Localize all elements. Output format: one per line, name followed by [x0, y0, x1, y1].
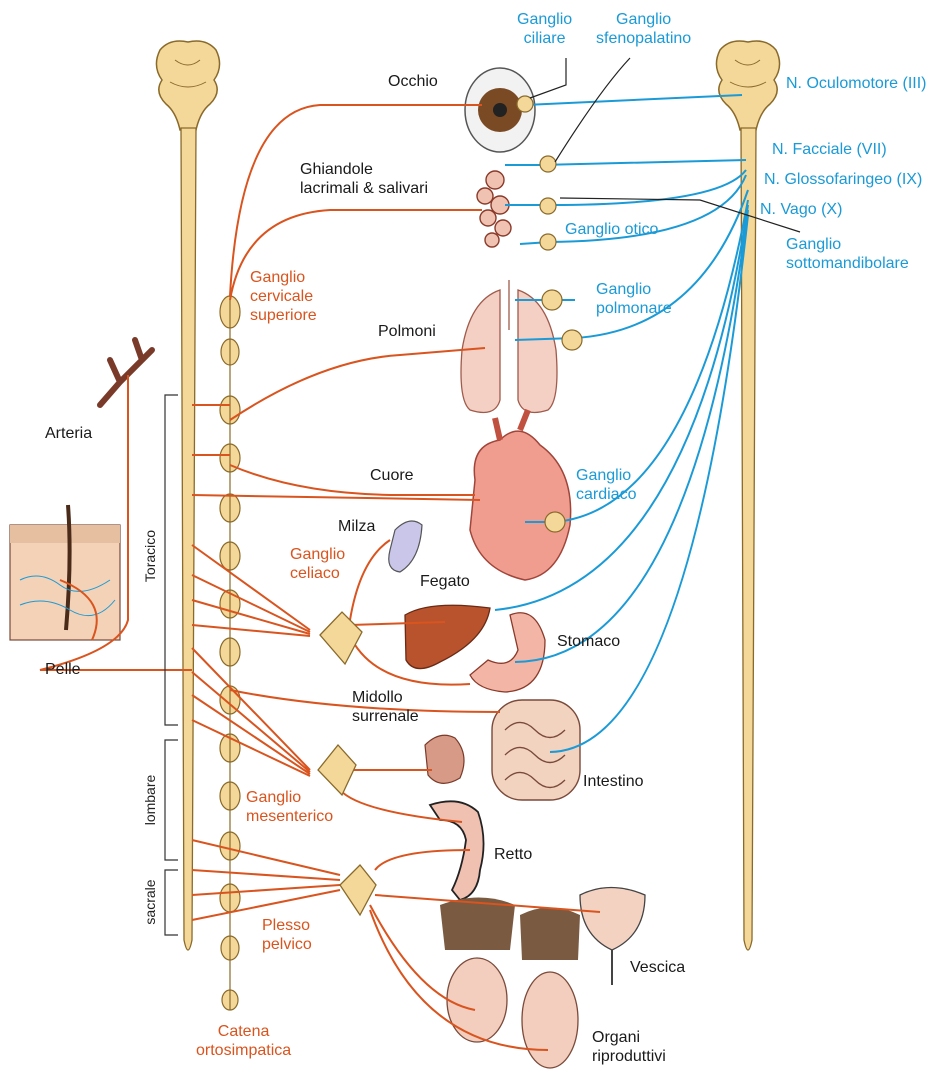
- label-fegato: Fegato: [420, 572, 470, 591]
- label-cuore: Cuore: [370, 466, 414, 485]
- glands-illustration: [477, 171, 511, 247]
- label-lombare: lombare: [142, 760, 158, 840]
- label-vescica: Vescica: [630, 958, 685, 977]
- label-n-glossofaringeo: N. Glossofaringeo (IX): [764, 170, 922, 189]
- label-intestino: Intestino: [583, 772, 643, 791]
- artery-illustration: [100, 340, 152, 405]
- left-spinal-cord: [181, 128, 196, 950]
- label-n-facciale: N. Facciale (VII): [772, 140, 887, 159]
- label-polmoni: Polmoni: [378, 322, 436, 341]
- heart-illustration: [470, 410, 571, 580]
- label-n-oculomotore: N. Oculomotore (III): [786, 74, 926, 93]
- label-retto: Retto: [494, 845, 532, 864]
- label-milza: Milza: [338, 517, 375, 536]
- sympathetic-chain: [220, 296, 240, 1010]
- sympathetic-ganglia: [318, 612, 376, 915]
- label-sacrale: sacrale: [142, 862, 158, 942]
- spleen-illustration: [389, 521, 422, 572]
- label-n-vago: N. Vago (X): [760, 200, 842, 219]
- label-occhio: Occhio: [388, 72, 438, 91]
- liver-illustration: [405, 605, 490, 668]
- label-pelle: Pelle: [45, 660, 81, 679]
- label-arteria: Arteria: [45, 424, 92, 443]
- label-ganglio-otico: Ganglio otico: [565, 220, 658, 239]
- bladder-illustration: [580, 888, 645, 951]
- right-brainstem: [716, 41, 779, 130]
- skin-illustration: [10, 505, 120, 640]
- left-brainstem: [156, 41, 219, 130]
- label-stomaco: Stomaco: [557, 632, 620, 651]
- adrenal-illustration: [425, 735, 464, 783]
- reproductive-illustration: [440, 898, 580, 1069]
- label-toracico: Toracico: [142, 516, 158, 596]
- region-braces: [165, 395, 178, 935]
